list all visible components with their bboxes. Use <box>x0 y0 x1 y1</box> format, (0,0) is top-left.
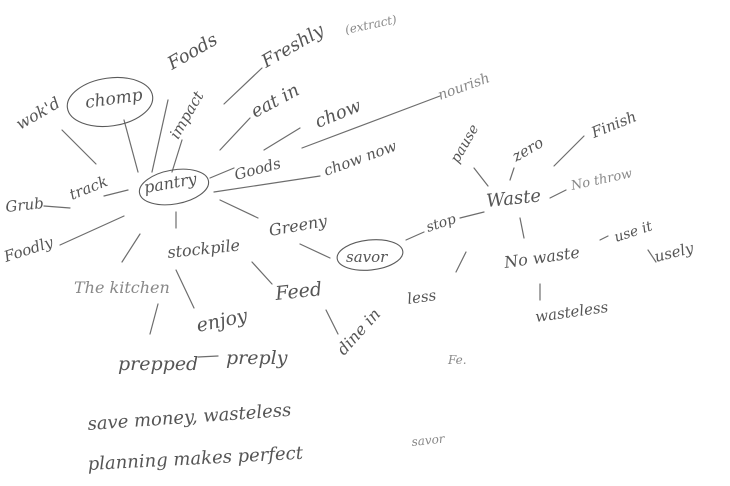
word-chomp: chomp <box>84 85 144 113</box>
word-use-it: use it <box>612 218 654 245</box>
chomp-circle <box>66 76 154 128</box>
line-pantry-freshly <box>223 67 263 105</box>
word-the-kitchen: The kitchen <box>74 278 170 297</box>
word-feed: Feed <box>273 278 323 305</box>
line-goods-chow <box>263 127 301 151</box>
word-nourish: nourish <box>436 70 492 103</box>
word-foods: Foods <box>163 29 221 75</box>
line-prepped-preply <box>197 355 219 358</box>
word-track: track <box>67 172 110 204</box>
word-savor-small: savor <box>411 431 447 449</box>
line-savor-stop <box>405 231 425 241</box>
word-impact: impact <box>166 87 208 142</box>
note-line-2: planning makes perfect <box>87 443 304 475</box>
word-finish: Finish <box>588 107 639 142</box>
word-usely: usely <box>653 239 696 266</box>
line-waste-zero <box>509 167 515 181</box>
word-pantry: pantry <box>142 169 199 197</box>
word-grub: Grub <box>5 194 45 216</box>
line-nourish <box>301 95 441 149</box>
word-wasteless: wasteless <box>534 298 610 326</box>
word-greeny: Greeny <box>267 211 329 240</box>
line-pantry-greeny <box>219 199 259 219</box>
line-pantry-chomp <box>123 119 139 173</box>
line-pantry-track <box>103 189 129 197</box>
line-no-waste-use-it <box>599 235 609 241</box>
line-pantry-foodly <box>59 215 125 246</box>
note-line-1: save money, wasteless <box>87 400 292 435</box>
line-use-it-usely <box>647 249 657 263</box>
word-no-waste: No waste <box>502 243 581 273</box>
line-kitchen-prepped <box>149 303 159 335</box>
word-chow-now: chow now <box>321 137 399 180</box>
line-stockpile-feed <box>251 261 273 285</box>
word-dine-in: dine in <box>333 305 384 359</box>
line-savor-less <box>455 251 467 273</box>
line-grub-track <box>43 205 71 209</box>
line-waste-no-throw <box>549 189 567 199</box>
line-waste-finish <box>553 135 585 167</box>
line-stockpile-enjoy <box>175 269 195 309</box>
word-freshly-note: (extract) <box>344 12 399 37</box>
word-preply: preply <box>226 347 288 369</box>
word-enjoy: enjoy <box>194 305 249 337</box>
word-savor: savor <box>346 248 388 266</box>
word-freshly: Freshly <box>257 19 328 72</box>
line-pantry-foods <box>151 99 169 173</box>
word-no-throw: No throw <box>569 166 634 194</box>
word-less: less <box>406 286 438 308</box>
line-pantry-goods <box>209 167 235 179</box>
pantry-circle <box>138 168 210 206</box>
line-feed-dine-in <box>325 309 339 335</box>
word-word: wok'd <box>13 93 64 133</box>
word-pause: pause <box>448 122 483 166</box>
line-pantry-chow-now <box>213 175 321 193</box>
line-pantry-eat-in <box>219 117 251 151</box>
word-goods: Goods <box>232 154 283 184</box>
word-waste: Waste <box>485 185 542 212</box>
line-stop-waste <box>459 211 485 219</box>
word-stop: stop <box>424 211 458 236</box>
line-waste-no-waste <box>519 217 525 239</box>
word-foodly: Foodly <box>1 233 56 266</box>
savor-circle <box>336 239 404 271</box>
word-prepped: prepped <box>118 353 198 375</box>
line-pantry-kitchen <box>121 233 141 263</box>
line-greeny-savor <box>299 243 331 259</box>
line-waste-pause <box>473 167 489 187</box>
word-zero: zero <box>508 133 546 166</box>
connector-lines <box>43 67 657 358</box>
word-eat-in: eat in <box>247 80 303 123</box>
word-fe: Fe. <box>447 353 467 367</box>
line-pantry-word <box>61 129 97 165</box>
word-stockpile: stockpile <box>166 235 240 262</box>
line-pantry-impact <box>171 139 183 173</box>
